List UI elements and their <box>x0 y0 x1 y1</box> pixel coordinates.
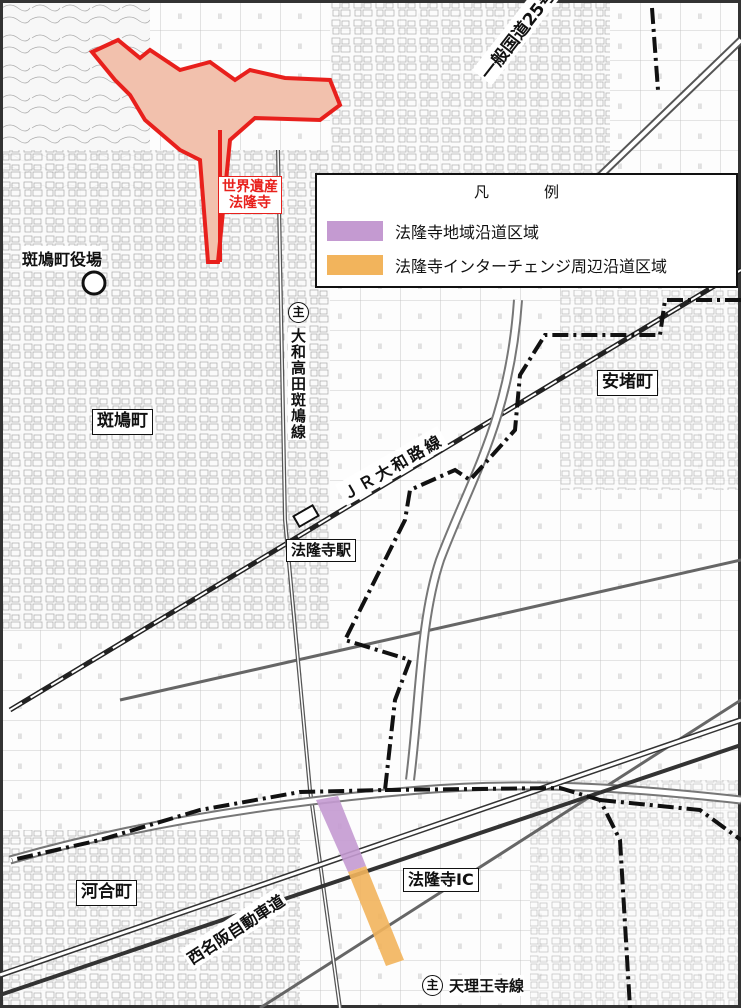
heritage-label-line1: 世界遺産 <box>222 179 278 195</box>
town-office-label: 斑鳩町役場 <box>22 246 103 270</box>
legend-swatch-purple <box>327 221 383 241</box>
legend-title: 凡 例 <box>473 183 579 201</box>
legend-label: 法隆寺インターチェンジ周辺沿道区域 <box>395 257 668 276</box>
legend-swatch-orange <box>327 255 383 275</box>
legend-item-ic-area: 法隆寺インターチェンジ周辺沿道区域 <box>327 253 667 277</box>
tenri-ouji-label: 天理王寺線 <box>449 975 525 996</box>
heritage-label-line2: 法隆寺 <box>229 195 271 212</box>
horyuji-station-label: 法隆寺駅 <box>286 539 357 563</box>
horyuji-ic-label: 法隆寺IC <box>403 868 479 893</box>
ikaruga-town-label: 斑鳩町 <box>92 409 153 435</box>
heritage-label: 世界遺産 法隆寺 <box>218 176 282 215</box>
legend-label: 法隆寺地域沿道区域 <box>395 223 540 242</box>
legend-item-horyuji-area: 法隆寺地域沿道区域 <box>327 219 539 243</box>
yamato-takada-ikaruga-label: 大和高田斑鳩線 <box>288 328 309 440</box>
main-road-mark: 主 <box>422 975 443 996</box>
main-road-mark: 主 <box>288 302 309 323</box>
legend-box: 凡 例 法隆寺地域沿道区域 法隆寺インターチェンジ周辺沿道区域 <box>315 173 738 288</box>
kawai-town-label: 河合町 <box>76 880 137 906</box>
ando-town-label: 安堵町 <box>597 370 658 396</box>
